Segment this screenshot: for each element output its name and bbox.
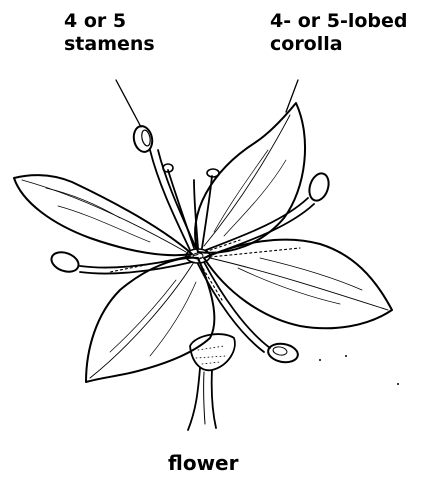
flower-center (110, 240, 300, 300)
receptacle (190, 334, 235, 370)
flower-stem (188, 368, 216, 430)
stamens-leader-line (116, 80, 141, 127)
anther-bottom (267, 342, 300, 365)
petal-left (14, 175, 192, 255)
anther-top (131, 124, 154, 153)
petal-right (204, 240, 392, 329)
anther-left (49, 249, 81, 275)
speck-marks (319, 355, 399, 385)
anther-right (306, 171, 332, 203)
stamens (49, 124, 332, 364)
leader-lines (116, 80, 298, 127)
